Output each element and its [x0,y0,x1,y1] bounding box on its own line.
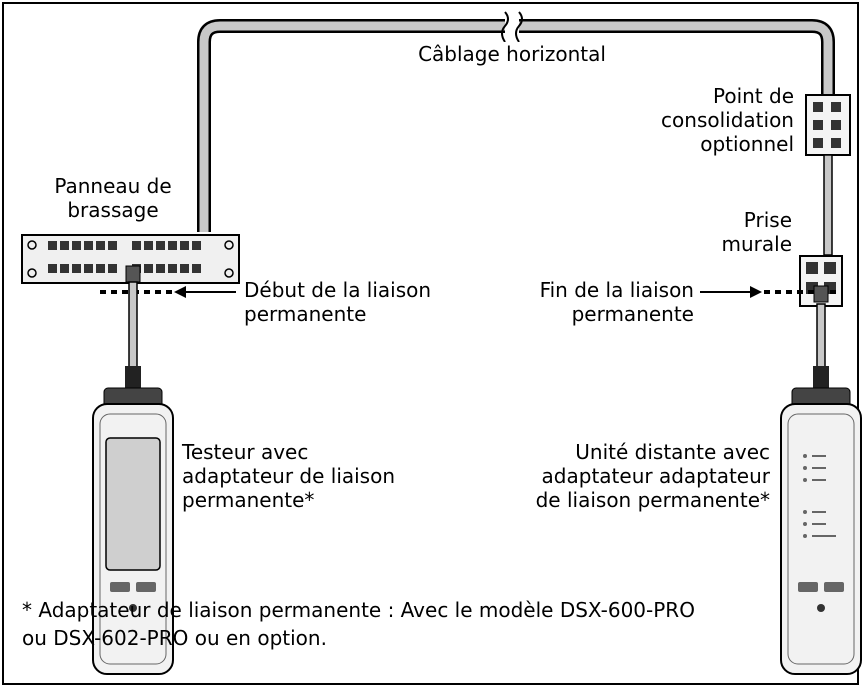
remote-cord [813,285,829,392]
footnote: * Adaptateur de liaison permanente : Ave… [22,598,695,650]
link-end-marker [700,286,842,298]
patch-panel [21,234,240,284]
remote-label: Unité distante avec adaptateur adaptateu… [535,440,770,512]
link-start-label: Début de la liaison permanente [244,278,432,326]
link-start-marker [100,286,236,298]
horizontal-cable [197,11,835,232]
patch-panel-label: Panneau de brassage [54,174,172,222]
horizontal-cabling-label: Câblage horizontal [382,42,642,66]
tester-label: Testeur avec adaptateur de liaison perma… [182,440,396,512]
consolidation-point [805,94,851,156]
tester-cord [125,265,141,392]
tester-screen [105,437,161,571]
drop-cable [823,154,833,256]
wall-outlet-label: Prise murale [721,208,793,256]
tester-device [92,387,174,675]
remote-device [780,387,862,675]
consolidation-point-label: Point de consolidation optionnel [661,84,794,156]
link-end-label: Fin de la liaison permanente [539,278,694,326]
